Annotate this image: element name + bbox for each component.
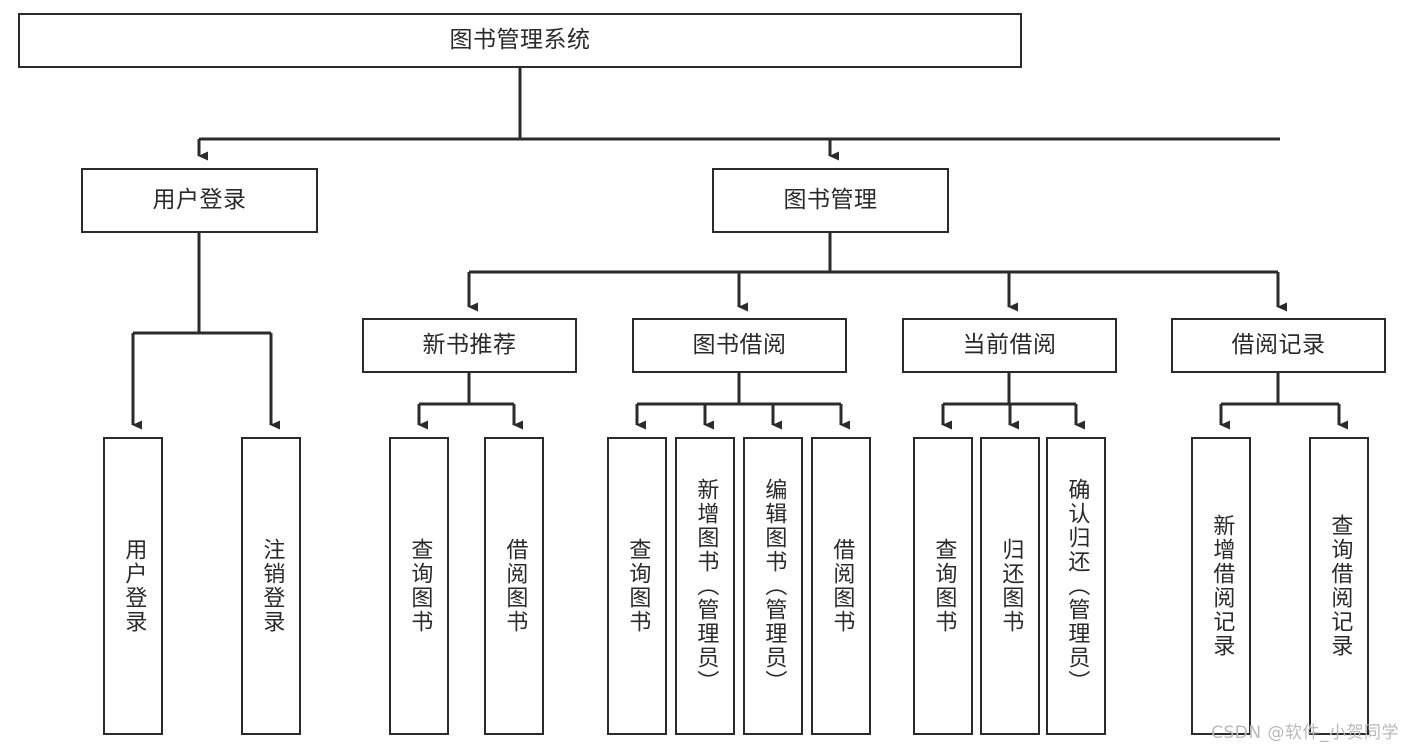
leaf-current-borrow-query-books[interactable]: 查询图书	[913, 437, 973, 735]
node-root-book-management-system[interactable]: 图书管理系统	[18, 13, 1022, 68]
node-label: 借阅图书	[829, 538, 855, 634]
leaf-user-login-login[interactable]: 用户登录	[103, 437, 163, 735]
node-label: 注销登录	[259, 538, 285, 634]
leaf-book-borrow-query-books[interactable]: 查询图书	[607, 437, 667, 735]
node-book-management[interactable]: 图书管理	[712, 168, 949, 233]
node-label: 编辑图书（管理员）	[761, 478, 787, 694]
leaf-book-borrow-add-book-admin[interactable]: 新增图书（管理员）	[675, 437, 735, 735]
node-label: 查询图书	[407, 538, 433, 634]
node-label: 新增图书（管理员）	[693, 478, 719, 694]
node-label: 借阅记录	[1231, 331, 1326, 358]
node-label: 确认归还（管理员）	[1064, 478, 1090, 694]
leaf-current-borrow-return-books[interactable]: 归还图书	[980, 437, 1040, 735]
node-label: 查询图书	[625, 538, 651, 634]
node-label: 图书管理系统	[449, 26, 591, 53]
node-label: 图书管理	[783, 186, 878, 213]
node-borrow-record[interactable]: 借阅记录	[1171, 318, 1386, 373]
leaf-book-borrow-borrow-books[interactable]: 借阅图书	[811, 437, 871, 735]
node-new-book-recommend[interactable]: 新书推荐	[362, 318, 577, 373]
leaf-new-book-query-books[interactable]: 查询图书	[389, 437, 449, 735]
node-label: 用户登录	[121, 538, 147, 634]
leaf-user-login-logout[interactable]: 注销登录	[241, 437, 301, 735]
node-current-borrow[interactable]: 当前借阅	[902, 318, 1117, 373]
node-book-borrow[interactable]: 图书借阅	[632, 318, 847, 373]
leaf-current-borrow-confirm-return-admin[interactable]: 确认归还（管理员）	[1046, 437, 1106, 735]
node-label: 新增借阅记录	[1209, 514, 1235, 658]
leaf-book-borrow-edit-book-admin[interactable]: 编辑图书（管理员）	[743, 437, 803, 735]
node-label: 图书借阅	[692, 331, 787, 358]
node-label: 借阅图书	[502, 538, 528, 634]
node-label: 用户登录	[152, 186, 247, 213]
node-label: 当前借阅	[962, 331, 1057, 358]
node-user-login[interactable]: 用户登录	[81, 168, 318, 233]
node-label: 查询借阅记录	[1327, 514, 1353, 658]
leaf-borrow-record-add-record[interactable]: 新增借阅记录	[1191, 437, 1251, 735]
node-label: 归还图书	[998, 538, 1024, 634]
node-label: 查询图书	[931, 538, 957, 634]
leaf-borrow-record-query-record[interactable]: 查询借阅记录	[1309, 437, 1369, 735]
node-label: 新书推荐	[422, 331, 517, 358]
leaf-new-book-borrow-books[interactable]: 借阅图书	[484, 437, 544, 735]
